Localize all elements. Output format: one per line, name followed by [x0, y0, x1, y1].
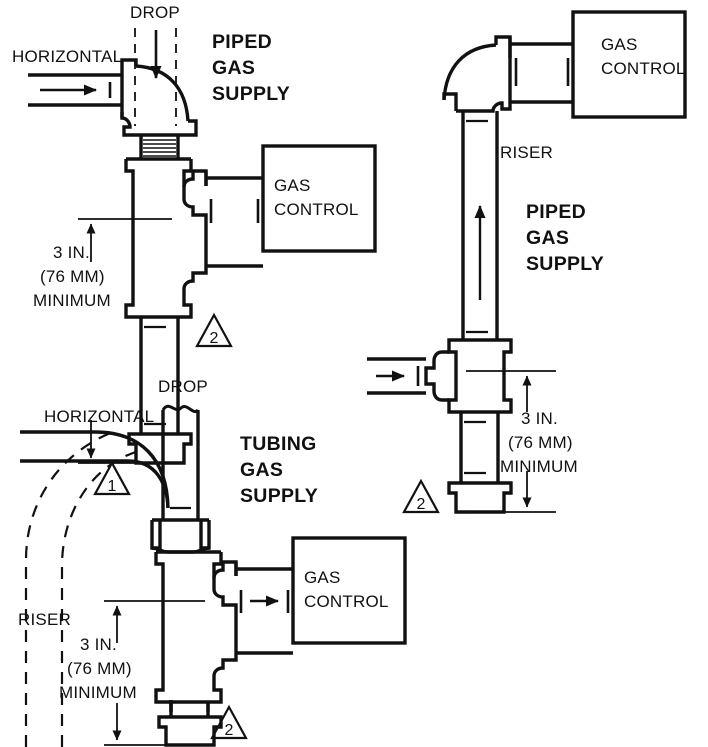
callout-number-2-panel3: 2	[225, 722, 234, 739]
heading-line3-panel2: SUPPLY	[526, 253, 604, 275]
drop-guide-lines	[134, 28, 177, 126]
gas-control-label-line2-panel3: CONTROL	[304, 592, 389, 611]
threaded-nipple	[139, 135, 180, 159]
panel-tubing	[20, 404, 407, 747]
dimension-line3-panel1: MINIMUM	[33, 291, 111, 310]
gas-control-box	[261, 144, 377, 253]
elbow-fitting	[120, 58, 198, 137]
label-horizontal-panel3: HORIZONTAL	[44, 407, 154, 426]
gas-control-label-line1-panel1: GAS	[274, 176, 311, 195]
label-riser-panel3: RISER	[18, 610, 71, 629]
callout-number-2-panel1: 2	[210, 330, 219, 347]
dimension-line3-panel3: MINIMUM	[59, 683, 137, 702]
dimension-line2-panel3: (76 MM)	[67, 659, 132, 678]
horizontal-tubing	[20, 430, 170, 509]
label-riser-panel2: RISER	[500, 143, 553, 162]
panel-piped-drop	[28, 28, 377, 465]
dimension-line1-panel3: 3 IN.	[80, 635, 117, 654]
heading-line1-panel1: PIPED	[212, 31, 272, 53]
riser-tubing	[24, 428, 137, 747]
gas-control-connector	[206, 176, 263, 268]
callout-number-2-panel2: 2	[417, 496, 426, 513]
heading-line1-panel3: TUBING	[240, 433, 317, 455]
gas-control-label-line1-panel2: GAS	[601, 35, 638, 54]
horizontal-inlet-pipe	[367, 357, 426, 395]
gas-control-connector	[510, 42, 573, 104]
callout-triangle-2	[210, 704, 248, 740]
dimension-3in	[466, 370, 556, 513]
gas-control-label-line2-panel1: CONTROL	[274, 200, 359, 219]
gas-control-label-line2-panel2: CONTROL	[601, 59, 686, 78]
label-horizontal-panel1: HORIZONTAL	[12, 47, 122, 66]
dimension-line1-panel1: 3 IN.	[53, 243, 90, 262]
callout-triangle-2	[402, 478, 440, 514]
horizontal-inlet-pipe	[28, 73, 122, 107]
gas-control-box	[571, 10, 687, 119]
elbow-fitting	[442, 35, 512, 113]
callout-triangle-2	[195, 312, 233, 348]
panel-piped-riser	[367, 10, 687, 514]
riser-pipe	[461, 111, 499, 340]
heading-line1-panel2: PIPED	[526, 201, 586, 223]
label-drop-panel3: DROP	[158, 377, 208, 396]
callout-number-1-panel3: 1	[108, 478, 117, 495]
drop-tube	[161, 404, 200, 520]
tee-fitting	[424, 338, 513, 414]
label-drop-panel1: DROP	[130, 3, 180, 22]
compression-fitting	[150, 518, 211, 554]
heading-line3-panel3: SUPPLY	[240, 485, 318, 507]
dimension-3in	[104, 600, 205, 746]
tee-fitting	[124, 157, 208, 319]
gas-control-label-line1-panel3: GAS	[304, 568, 341, 587]
dimension-line2-panel2: (76 MM)	[508, 433, 573, 452]
lower-nipple-and-cap	[127, 317, 193, 465]
heading-line2-panel3: GAS	[240, 459, 283, 481]
dimension-line2-panel1: (76 MM)	[40, 267, 105, 286]
dimension-line1-panel2: 3 IN.	[521, 409, 558, 428]
tee-fitting	[154, 550, 238, 704]
dimension-3in	[78, 218, 172, 464]
heading-line2-panel1: GAS	[212, 57, 255, 79]
dimension-line3-panel2: MINIMUM	[500, 457, 578, 476]
gas-control-connector	[236, 567, 293, 655]
heading-line2-panel2: GAS	[526, 227, 569, 249]
gas-control-box	[291, 536, 407, 645]
callout-triangle-1	[93, 460, 131, 496]
heading-line3-panel1: SUPPLY	[212, 83, 290, 105]
